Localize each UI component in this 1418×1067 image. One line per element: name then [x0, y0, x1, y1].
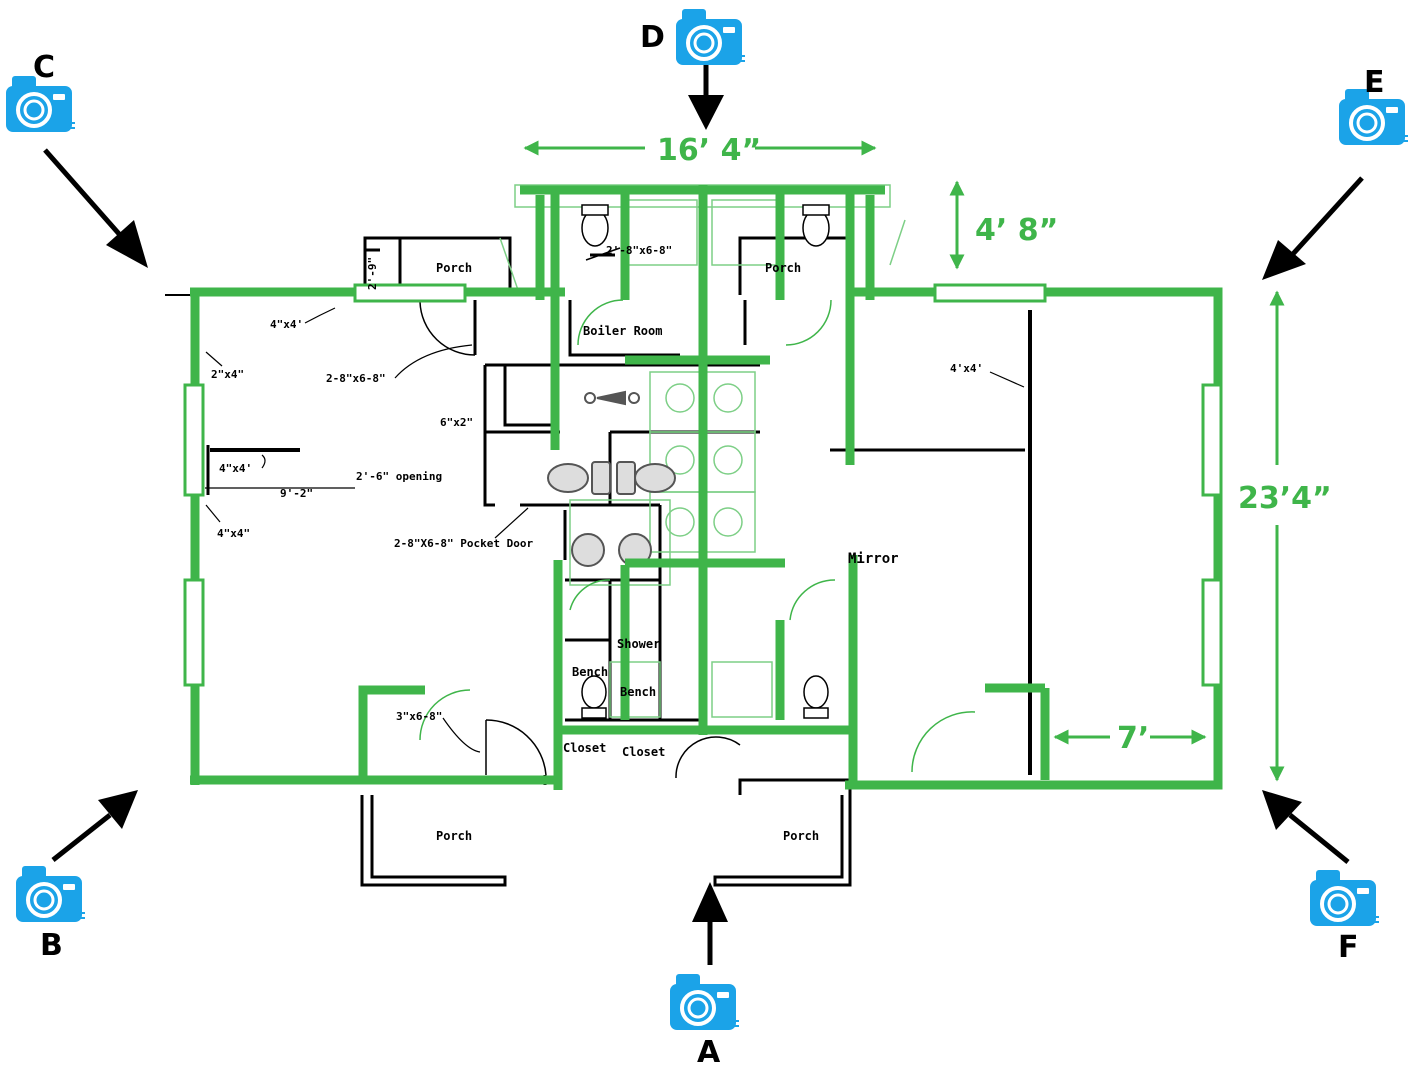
camera-e-label: E — [1364, 65, 1385, 100]
camera-f-label: F — [1338, 930, 1359, 965]
camera-c-label: C — [33, 50, 55, 85]
note-opening: 2'-6" opening — [356, 470, 442, 483]
camera-f-icon — [1308, 868, 1381, 928]
camera-a-label: A — [697, 1035, 721, 1067]
room-bench-left: Bench — [572, 665, 608, 679]
dimension-right-height: 23’4” — [1238, 481, 1332, 516]
green-windows — [183, 283, 1223, 687]
note-door-top: 2'-8"x6-8" — [606, 244, 672, 257]
room-porch-top-left: Porch — [436, 261, 472, 275]
room-porch-top-right: Porch — [765, 261, 801, 275]
note-win-left-upper: 2"x4" — [211, 368, 244, 381]
camera-d-icon — [674, 7, 747, 67]
center-fixtures — [547, 390, 676, 567]
room-closet-right: Closet — [622, 745, 665, 759]
camera-a-icon — [668, 972, 741, 1032]
dimension-top-width: 16’ 4” — [657, 133, 761, 168]
note-dim-2-9: 2'-9" — [366, 257, 379, 290]
room-shower: Shower — [617, 637, 660, 651]
note-win-left-lower: 4"x4" — [217, 527, 250, 540]
note-opening-6x2: 6"x2" — [440, 416, 473, 429]
dimension-arrows — [523, 140, 1285, 782]
room-boiler: Boiler Room — [583, 324, 662, 338]
dimension-top-depth: 4’ 8” — [975, 213, 1058, 248]
camera-d-label: D — [640, 20, 665, 55]
plumbing-fixtures — [581, 204, 830, 719]
camera-b-icon — [14, 864, 87, 924]
note-door-left: 2-8"x6-8" — [326, 372, 386, 385]
green-door-arcs — [419, 299, 976, 773]
room-bench-right: Bench — [620, 685, 656, 699]
note-win-mid-left: 4"x4' — [219, 462, 252, 475]
camera-b-label: B — [40, 928, 63, 963]
room-closet-left: Closet — [563, 741, 606, 755]
note-win-top-left: 4"x4' — [270, 318, 303, 331]
room-mirror: Mirror — [848, 551, 899, 567]
leader-lines — [205, 307, 1025, 753]
note-win-right: 4'x4' — [950, 362, 983, 375]
dimension-right-width: 7’ — [1117, 721, 1149, 756]
camera-arrows — [43, 65, 1364, 965]
door-swings — [419, 247, 741, 779]
note-door-3x6: 3"x6-8" — [396, 710, 442, 723]
room-porch-bottom-left: Porch — [436, 829, 472, 843]
room-porch-bottom-right: Porch — [783, 829, 819, 843]
note-dim-9-2: 9'-2" — [280, 487, 313, 500]
note-pocket-door: 2-8"X6-8" Pocket Door — [394, 537, 533, 550]
